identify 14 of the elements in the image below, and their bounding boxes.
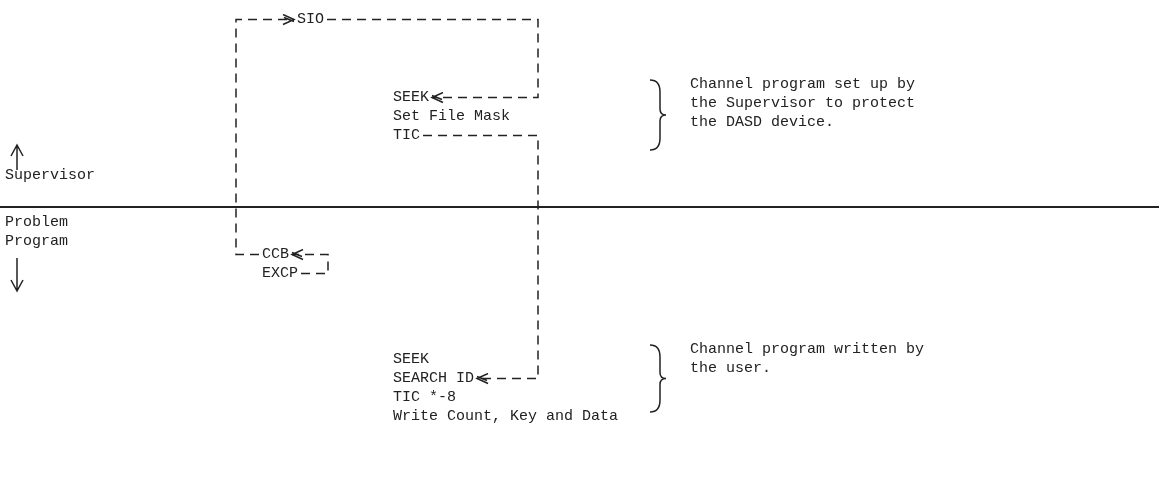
instruction-text: SEEK <box>393 88 429 107</box>
instruction-text: EXCP <box>262 264 298 283</box>
instruction-text: SIO <box>297 10 324 29</box>
instruction-text: Write Count, Key and Data <box>393 407 619 426</box>
instruction-text: TIC <box>393 126 420 145</box>
annotation-text: Channel program set up by the Supervisor to protect the DASD device. <box>690 75 917 132</box>
annotation-text: Channel program written by the user. <box>690 340 926 378</box>
level-label: Problem Program <box>5 213 69 251</box>
instruction-text: TIC *-8 <box>393 388 456 407</box>
instruction-text: SEARCH ID <box>393 369 474 388</box>
instruction-text: Set File Mask <box>393 107 511 126</box>
level-label: Supervisor <box>5 166 96 185</box>
instruction-text: CCB <box>262 245 289 264</box>
instruction-text: SEEK <box>393 350 429 369</box>
